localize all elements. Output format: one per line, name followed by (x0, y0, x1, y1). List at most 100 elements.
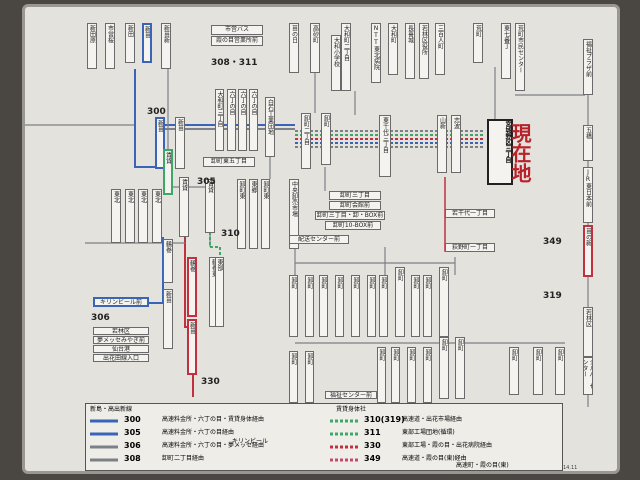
legend-num-2: 306 (124, 441, 141, 450)
legend-num-0: 300 (124, 415, 141, 424)
bus-stop-h01: 市営バス (211, 25, 263, 35)
bus-stop-s57: 卸町 (351, 275, 360, 337)
bus-stop-h15: 出花田線入口 (93, 354, 149, 362)
legend-text-1: 高速料金所・六丁の目経由 (162, 429, 235, 436)
bus-stop-s32: 山新 (437, 115, 447, 173)
route-number-4: 349 (543, 237, 562, 247)
bus-stop-s41: 賃貸 (179, 177, 189, 237)
current-location-stop: 宮城野区三丁目 (487, 119, 513, 185)
current-location-marker: 現在地 (508, 123, 532, 183)
legend-extra: キリンビール (232, 438, 269, 445)
route-line-a (25, 103, 136, 126)
route-line-n (115, 237, 164, 304)
bus-stop-h09: 若干代一丁目 (445, 209, 495, 218)
legend-text-7: 高速道・霞の目(東)経由 (402, 455, 467, 462)
bus-stop-s25: 六丁の目 (227, 89, 236, 151)
bus-stop-s63: 卸町 (439, 267, 449, 337)
legend-swatch-4 (330, 419, 358, 423)
bus-stop-s64: 卸町 (289, 351, 298, 403)
bus-stop-s47: 鶴巻 (163, 239, 173, 283)
bus-stop-h13: 夢メッセみやぎ前 (93, 336, 149, 344)
bus-stop-s04: 新苗 (142, 23, 152, 63)
bus-stop-s46: 東北 (152, 189, 162, 243)
bus-stop-s08: 大和町二丁目 (341, 23, 351, 91)
bus-stop-s59: 卸町 (379, 275, 388, 337)
bus-stop-s27: 六丁の目 (249, 89, 258, 151)
route-number-3: 310 (221, 229, 240, 239)
bus-stop-s06: 苗の日 (289, 23, 299, 73)
legend-num-3: 308 (124, 454, 141, 463)
legend-extra2: 高速町・霞の目(東) (456, 462, 509, 469)
bus-stop-s40: 賃貸 (163, 149, 173, 195)
bus-stop-h14: 仙台港 (93, 345, 149, 353)
bus-stop-h02: 霞の目営業所前 (211, 36, 263, 46)
bus-stop-s18: 福祉プラザ前 (583, 39, 593, 95)
legend-text-2: 高速料金所・六丁の目・夢メッセ経由 (162, 442, 265, 449)
legend-text-3: 卸町二丁目経由 (162, 455, 205, 462)
route-number-0: 308・311 (211, 58, 258, 68)
bus-stop-s48: 鶴巻 (187, 257, 197, 317)
bus-stop-s31: 東千代三丁目 (379, 115, 391, 177)
bus-stop-s56: 卸町 (335, 275, 344, 337)
legend-num-5: 311 (364, 428, 381, 437)
bus-stop-s44: 東北 (125, 189, 135, 243)
bus-stop-s51: 新苗 (163, 289, 173, 349)
bus-stop-h10: 荻野町一丁目 (445, 243, 495, 252)
bus-stop-s15: 荒町 (473, 23, 483, 63)
bus-stop-s54: 卸町 (305, 275, 314, 337)
bus-stop-s36: 卸町東 (261, 179, 270, 249)
bus-stop-h16: 福祉センター前 (325, 391, 377, 399)
bus-stop-s22: 若林区 (583, 307, 593, 357)
bus-stop-s16: 東七番丁 (501, 23, 511, 79)
bus-stop-s21: 苗の新 (583, 225, 593, 277)
bus-stop-s14: 三百人町 (435, 23, 445, 75)
bus-stop-s72: 卸町 (509, 347, 519, 395)
bus-stop-s58: 卸町 (367, 275, 376, 337)
bus-stop-s62: 卸町 (423, 275, 432, 337)
bus-stop-s60: 卸町 (395, 267, 405, 337)
bus-stop-h04: 卸町三丁目 (329, 191, 381, 200)
legend-swatch-3 (90, 458, 118, 462)
route-number-2: 305 (197, 177, 216, 187)
bus-stop-s20: JR東日本前 (583, 167, 593, 223)
bus-stop-s53: 卸町 (289, 275, 298, 337)
legend-swatch-1 (90, 432, 118, 436)
bus-stop-s35: 東郷 (249, 179, 258, 249)
sign-code: 14.11 (563, 465, 578, 471)
bus-stop-s69: 卸町 (423, 347, 432, 403)
bus-stop-s09: 大和小学校 (331, 35, 341, 91)
bus-stop-s34: 卸町東 (237, 179, 246, 249)
bus-stop-s10: NTT東北病院 (371, 23, 381, 83)
bus-stop-h03: 卸町東五丁目 (203, 157, 255, 167)
bus-stop-s39: 新苗 (175, 117, 185, 169)
bus-stop-s37: 中央卸売市場 (289, 179, 299, 249)
route-number-1: 300 (147, 107, 166, 117)
bus-stop-s65: 卸町 (305, 351, 314, 403)
bus-stop-s30: 卸町 (321, 113, 331, 165)
bus-stop-s33: 志波 (451, 115, 461, 173)
bus-stop-s71: 卸町 (455, 337, 465, 399)
legend-swatch-7 (330, 458, 358, 462)
bus-stop-s66: 卸町 (377, 347, 386, 403)
bus-stop-s55: 卸町 (319, 275, 328, 337)
route-number-6: 306 (91, 313, 110, 323)
route-number-5: 319 (543, 291, 562, 301)
route-number-7: 330 (201, 377, 220, 387)
bus-stop-s29: 卸町二丁目 (301, 113, 311, 169)
bus-stop-s70: 卸町 (439, 337, 449, 399)
bus-stop-s52: 新苗 (187, 319, 197, 375)
legend-text-4: 高速道・出花市場経由 (402, 416, 463, 423)
bus-stop-s02: 市営桜 (105, 23, 115, 69)
legend-left-head: 新島・高出新線 (90, 406, 133, 413)
bus-stop-s74: 卸町 (555, 347, 565, 395)
legend-swatch-5 (330, 432, 358, 436)
legend-text-5: 東部工場団地(循環) (402, 429, 455, 436)
legend-num-7: 349 (364, 454, 381, 463)
legend-num-6: 330 (364, 441, 381, 450)
bus-stop-s12: 長喜城 (405, 23, 415, 79)
bus-stop-s28: 白石工業団地 (265, 97, 275, 157)
legend-num-4: 310(319) (364, 415, 405, 424)
bus-stop-h05: 卸町会館前 (329, 201, 381, 210)
